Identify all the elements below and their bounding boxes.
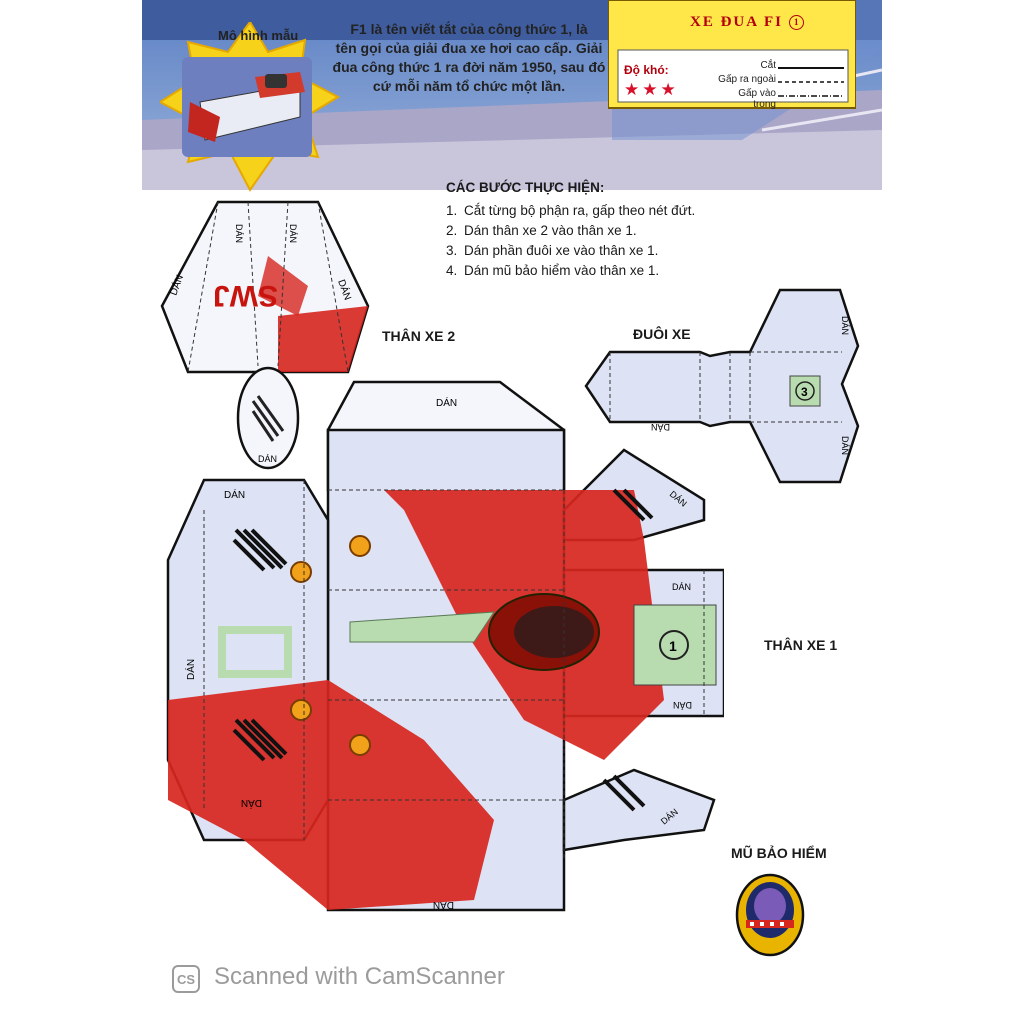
body2-label: THÂN XE 2 — [382, 328, 456, 344]
glue-label: DÁN — [672, 582, 691, 592]
step-item: 3.Dán phần đuôi xe vào thân xe 1. — [446, 243, 659, 258]
scanner-watermark: Scanned with CamScanner — [214, 963, 505, 990]
body2-logo: SWJ — [213, 279, 278, 312]
step-item: 2.Dán thân xe 2 vào thân xe 1. — [446, 223, 637, 238]
helmet-label: MŨ BẢO HIỂM — [731, 845, 827, 861]
page-title: XE ĐUA FI 1 — [690, 14, 804, 31]
glue-label: DÁN — [258, 454, 277, 464]
body1-label: THÂN XE 1 — [764, 637, 838, 653]
title-panel — [608, 0, 856, 109]
line-legend — [778, 67, 844, 97]
glue-label: DÁN — [433, 899, 454, 912]
glue-label: DÁN — [241, 797, 262, 810]
glue-label: DÁN — [288, 224, 298, 243]
title-label: XE ĐUA FI — [690, 14, 784, 30]
glue-label: DÁN — [840, 316, 850, 335]
legend-cut: Cắt — [760, 60, 776, 71]
model-label: Mô hình mẫu — [218, 28, 299, 43]
intro-line: tên gọi của giải đua xe hơi cao cấp. Giả… — [335, 40, 603, 56]
legend-fold-out: Gấp ra ngoài — [718, 74, 776, 85]
steps-title: CÁC BƯỚC THỰC HIỆN: — [446, 180, 605, 195]
glue-label: DÁN — [673, 700, 692, 710]
intro-text: F1 là tên viết tắt của công thức 1, là t… — [330, 20, 608, 96]
intro-line: F1 là tên viết tắt của công thức 1, là — [350, 21, 588, 37]
num-1: 1 — [669, 638, 677, 654]
glue-label: DÁN — [651, 422, 670, 432]
intro-line: cứ mỗi năm tổ chức một lần. — [372, 78, 566, 94]
glue-label: DÁN — [436, 396, 457, 409]
tail-template: 3 DÁN DÁN DÁN — [584, 288, 860, 484]
body2-template: SWJ DÁN DÁN DÁN DÁN DÁN — [160, 200, 370, 470]
difficulty-stars: ★★★ — [624, 80, 679, 99]
step-item: 4.Dán mũ bảo hiểm vào thân xe 1. — [446, 263, 660, 278]
step-item: 1.Cắt từng bộ phận ra, gấp theo nét đứt. — [446, 203, 696, 218]
camscanner-logo-icon: CS — [172, 965, 200, 993]
glue-label: DÁN — [234, 224, 244, 243]
model-badge — [160, 22, 340, 192]
glue-label: DÁN — [224, 488, 245, 501]
tail-label: ĐUÔI XE — [633, 326, 691, 342]
intro-line: đua công thức 1 ra đời năm 1950, sau đó — [332, 59, 606, 75]
glue-label: DÁN — [184, 659, 197, 680]
glue-label: DÁN — [840, 436, 850, 455]
difficulty-label: Độ khó: — [624, 63, 669, 77]
helmet-template — [735, 873, 805, 957]
title-number-icon: 1 — [788, 15, 804, 31]
body1-template: 1 DÁN DÁN DÁN DÁN DÁN DÁN DÁN DÁN DÁN — [166, 380, 724, 912]
num-3: 3 — [801, 385, 808, 399]
legend-fold-in: Gấp vào trong — [738, 88, 776, 110]
